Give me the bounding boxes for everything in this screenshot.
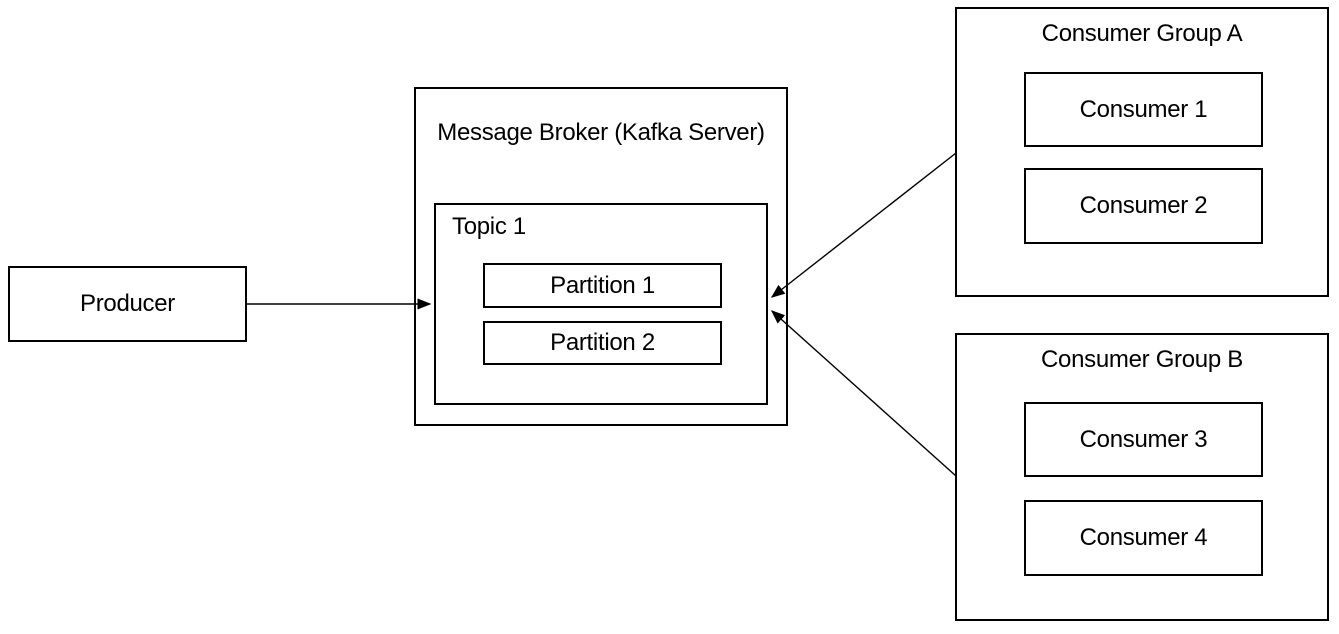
consumer-1-node: Consumer 1 [1024, 72, 1263, 147]
consumer-3-label: Consumer 3 [1079, 425, 1208, 453]
consumer-1-label: Consumer 1 [1079, 95, 1208, 123]
partition-1-label: Partition 1 [550, 271, 655, 299]
partition-1-node: Partition 1 [483, 263, 722, 308]
topic-title: Topic 1 [452, 213, 526, 240]
consumer-4-node: Consumer 4 [1024, 500, 1263, 576]
consumer-3-node: Consumer 3 [1024, 402, 1263, 477]
consumer-group-a-title: Consumer Group A [1041, 20, 1243, 47]
consumer-group-a-node: Consumer Group A Consumer 1 Consumer 2 [955, 7, 1329, 297]
producer-label: Producer [80, 290, 175, 317]
topic-node: Topic 1 Partition 1 Partition 2 [434, 203, 768, 405]
consumer-4-label: Consumer 4 [1079, 524, 1208, 551]
consumer-group-a-to-topic-arrow [770, 152, 957, 298]
consumer-group-b-title: Consumer Group B [1041, 346, 1243, 373]
message-broker-title: Message Broker (Kafka Server) [437, 119, 765, 146]
partition-2-label: Partition 2 [550, 329, 655, 356]
consumer-group-b-node: Consumer Group B Consumer 3 Consumer 4 [955, 333, 1329, 621]
partition-2-node: Partition 2 [483, 321, 722, 365]
producer-node: Producer [8, 266, 247, 342]
message-broker-node: Message Broker (Kafka Server) Topic 1 Pa… [414, 87, 788, 426]
consumer-group-b-to-topic-arrow [770, 310, 957, 477]
consumer-2-node: Consumer 2 [1024, 168, 1263, 244]
consumer-2-label: Consumer 2 [1079, 192, 1208, 219]
